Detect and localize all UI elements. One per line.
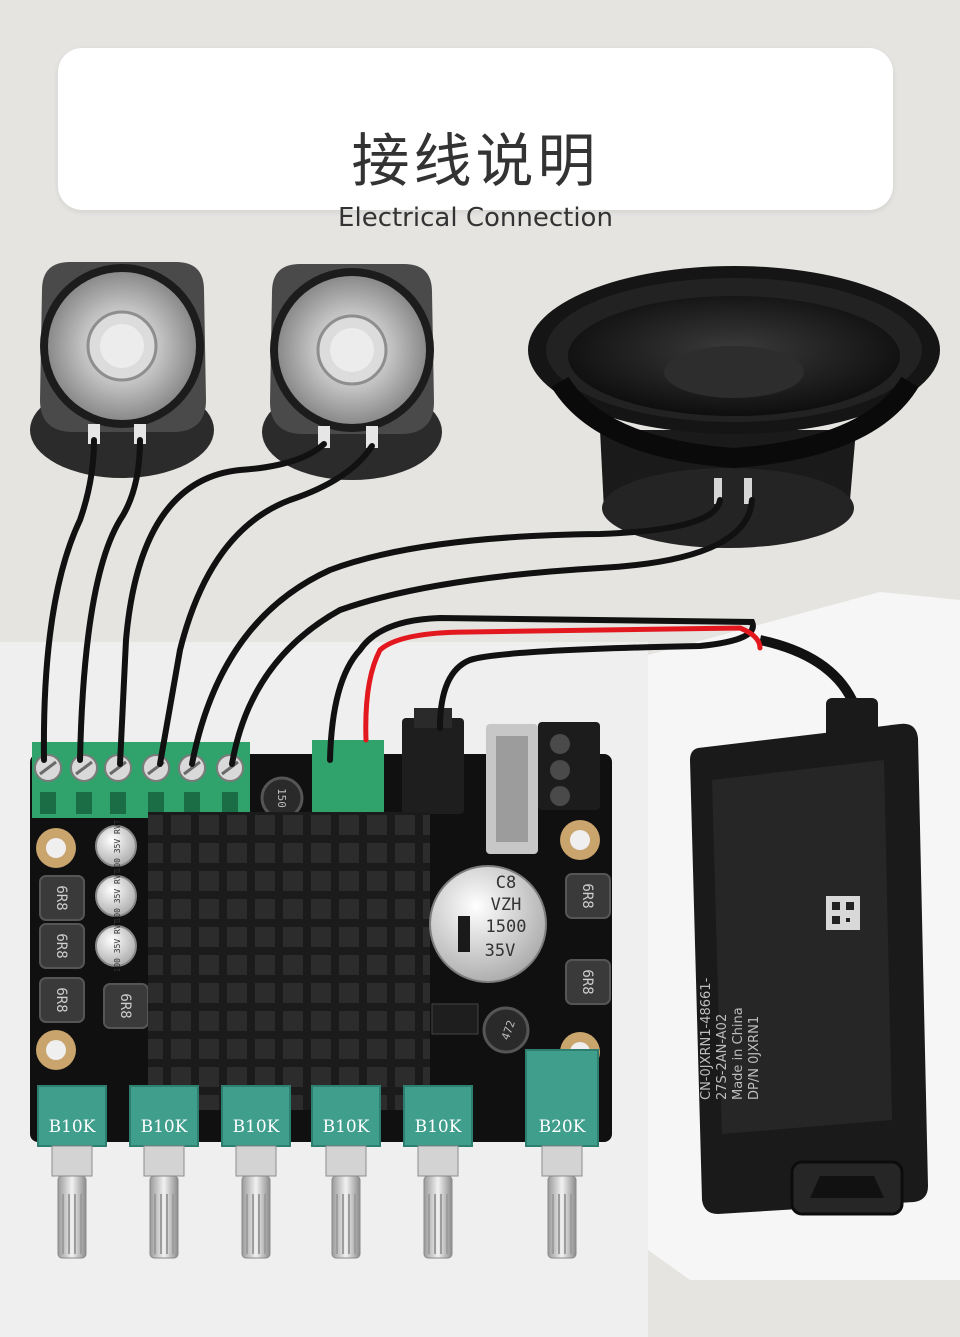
cap-line-3: 1500 [486,917,527,937]
inductor-label: 6R8 [579,969,595,994]
small-capacitor: 100 35V RVT [95,919,137,972]
potentiometer-knob[interactable]: B10K [403,1085,473,1259]
potentiometer-knob[interactable]: B10K [129,1085,199,1259]
title-card: 接线说明 Electrical Connection [58,48,893,233]
speaker-left [30,262,214,478]
potentiometer-knob[interactable]: B20K [525,1049,599,1259]
adapter-label-4: DP/N 0JXRN1 [747,1016,762,1100]
small-capacitor: 100 35V RVT [95,819,137,872]
cap-line-4: 35V [485,941,516,961]
adapter-label-2: 27S-2AN-A02 [715,1014,730,1100]
adapter-label-1: CN-0JXRN1-48661- [699,977,714,1100]
cap-line-1: C8 [496,873,516,893]
potentiometer-knob[interactable]: B10K [311,1085,381,1259]
terminal-screw [34,754,62,814]
terminal-screw [104,754,132,814]
inductor: 6R8 [565,959,611,1005]
small-capacitor-label: 100 35V RVT [113,869,122,922]
page-title: 接线说明 [351,127,600,195]
inductor: 6R8 [39,875,85,921]
power-terminal-block [312,740,384,818]
woofer [528,266,940,548]
inductor: 6R8 [39,923,85,969]
coil-472-label: 472 [499,1019,518,1042]
power-adapter: CN-0JXRN1-48661- 27S-2AN-A02 Made in Chi… [690,635,928,1216]
inductor: 6R8 [565,873,611,919]
inductor-label: 6R8 [53,987,69,1012]
potentiometer-label: B10K [233,1117,280,1137]
speaker-middle [262,264,442,480]
wire-red-positive [363,625,763,743]
main-capacitor: C8 VZH 1500 35V [429,865,547,983]
adapter-label-3: Made in China [731,1007,746,1100]
cap-line-2: VZH [491,895,522,915]
inductor-label: 6R8 [53,885,69,910]
small-capacitor-label: 100 35V RVT [113,819,122,872]
inductor: 6R8 [103,983,149,1029]
inductor-label: 6R8 [117,993,133,1018]
potentiometer-label: B10K [415,1117,462,1137]
inductor-150-label: 150 [275,788,288,808]
potentiometer-label: B10K [141,1117,188,1137]
inductor-label: 6R8 [53,933,69,958]
small-capacitor: 100 35V RVT [95,869,137,922]
qr-code-icon [826,896,860,930]
page-subtitle: Electrical Connection [338,203,613,233]
potentiometer-label: B10K [49,1117,96,1137]
small-capacitor-label: 100 35V RVT [113,919,122,972]
potentiometer-knob[interactable]: B10K [37,1085,107,1259]
dc-jack [402,718,464,814]
wires-black [40,437,756,767]
inductor: 6R8 [39,977,85,1023]
potentiometer-label: B10K [323,1117,370,1137]
potentiometer-label: B20K [539,1117,586,1137]
terminal-screw [216,754,244,814]
inductor-label: 6R8 [579,883,595,908]
speaker-terminal-block [32,742,250,818]
potentiometer-knob[interactable]: B10K [221,1085,291,1259]
heatsink [148,812,430,1110]
